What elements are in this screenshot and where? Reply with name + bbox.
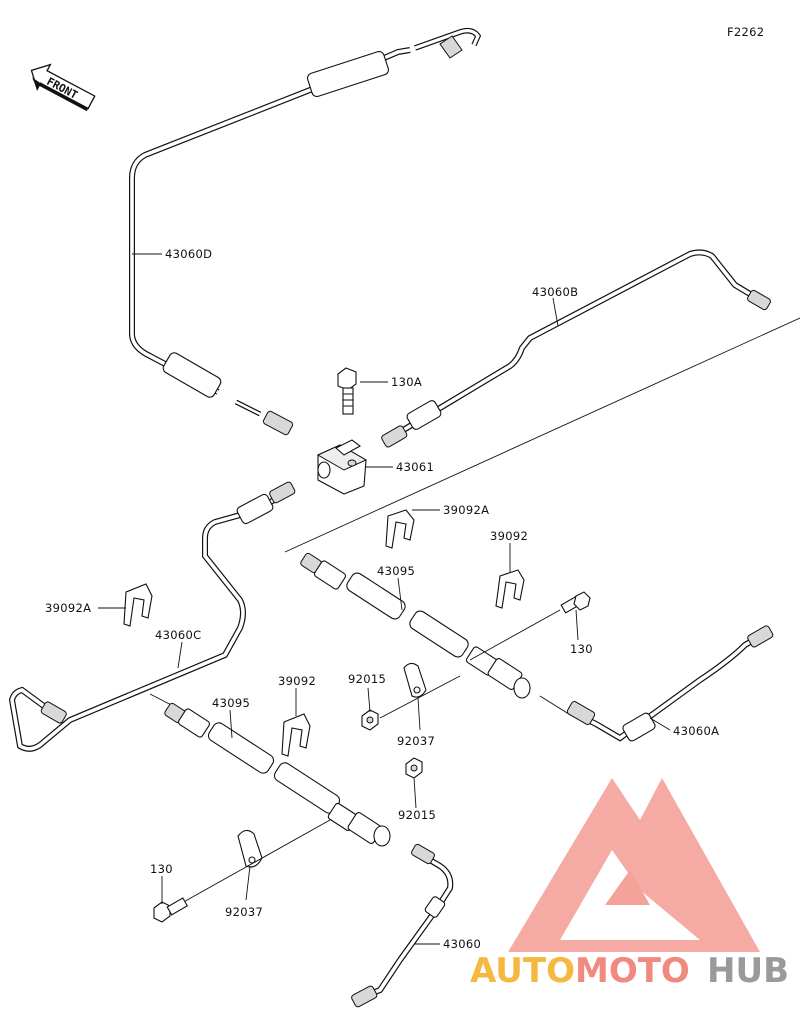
label-43060A: 43060A (673, 724, 719, 738)
nut-92015-lower (405, 757, 423, 779)
hose-43095-upper (284, 317, 800, 717)
watermark-moto: MOTO (575, 951, 690, 991)
label-39092-right: 39092 (490, 529, 528, 543)
label-39092A-left: 39092A (45, 601, 91, 615)
pipe-43060A (566, 625, 774, 742)
label-43060C: 43060C (155, 628, 201, 642)
label-43060: 43060 (443, 937, 481, 951)
leader-lines (98, 253, 671, 945)
label-130-left: 130 (150, 862, 173, 876)
watermark-auto: AUTO (470, 951, 575, 991)
pipe-43060B (381, 249, 771, 448)
clamp-92037-upper (379, 662, 461, 719)
watermark-notch (605, 870, 650, 905)
label-92015-upper: 92015 (348, 672, 386, 686)
watermark-logo: AUTO MOTO HUB (470, 778, 789, 991)
clip-39092-right (495, 569, 525, 609)
label-39092A-top: 39092A (443, 503, 489, 517)
clamp-92037-lower (179, 819, 331, 905)
watermark-triangle (508, 778, 760, 952)
label-43095-lower: 43095 (212, 696, 250, 710)
label-92037-lower: 92037 (225, 905, 263, 919)
watermark-hub: HUB (707, 951, 789, 991)
label-43060B: 43060B (532, 285, 578, 299)
pipe-43060D (129, 27, 482, 436)
clip-39092A-left (123, 583, 153, 627)
clip-39092A-top (385, 509, 415, 549)
pipe-43060C (8, 481, 296, 752)
bolt-130A (337, 367, 357, 415)
label-130-right: 130 (570, 642, 593, 656)
hose-43095-lower (149, 693, 391, 847)
label-130A: 130A (391, 375, 422, 389)
label-39092-mid: 39092 (278, 674, 316, 688)
label-43060D: 43060D (165, 247, 212, 261)
bolt-130-right (469, 591, 591, 661)
bolt-130-left (153, 897, 189, 923)
pipe-43060 (351, 843, 454, 1008)
nut-92015-upper (361, 709, 379, 731)
label-43095-upper: 43095 (377, 564, 415, 578)
figure-code: F2262 (727, 25, 764, 39)
label-43061: 43061 (396, 460, 434, 474)
label-92037-upper: 92037 (397, 734, 435, 748)
junction-43061 (316, 439, 368, 495)
label-92015-lower: 92015 (398, 808, 436, 822)
clip-39092-mid (281, 713, 311, 757)
front-arrow: FRONT (30, 63, 96, 112)
